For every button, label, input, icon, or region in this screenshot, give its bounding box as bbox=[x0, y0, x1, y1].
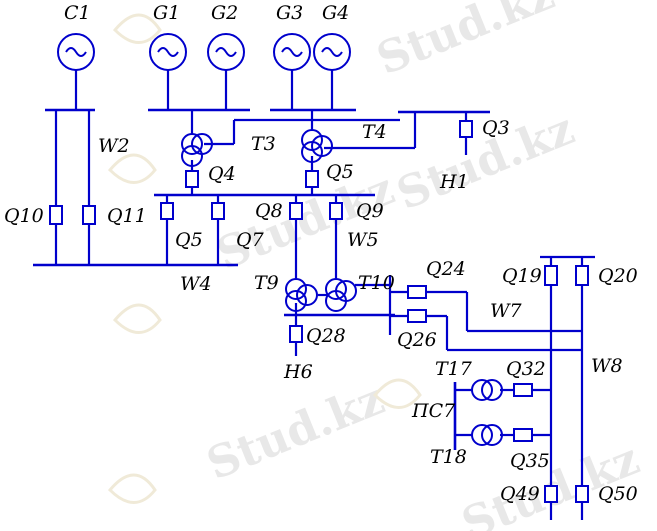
watermark-text: Stud.kz bbox=[200, 373, 391, 490]
label-w7: W7 bbox=[490, 300, 523, 322]
generator-g4: G4 bbox=[313, 2, 351, 71]
watermark-logo-icon bbox=[112, 13, 162, 44]
label-q32: Q32 bbox=[506, 358, 546, 380]
breaker-q7: Q7 bbox=[211, 202, 265, 251]
breaker-q3: Q3 bbox=[459, 117, 510, 139]
breaker-q11: Q11 bbox=[82, 205, 147, 227]
label-t17: T17 bbox=[435, 358, 473, 380]
breaker-q28: Q28 bbox=[289, 325, 346, 347]
generator-g1: G1 bbox=[149, 2, 187, 71]
label-q11: Q11 bbox=[107, 205, 147, 227]
breaker-q10: Q10 bbox=[4, 205, 63, 227]
label-q4: Q4 bbox=[208, 163, 236, 185]
label-t10: T10 bbox=[358, 272, 395, 294]
label-t3: T3 bbox=[251, 133, 276, 155]
label-q20: Q20 bbox=[598, 265, 638, 287]
sine-icon bbox=[65, 47, 87, 57]
transformer-t18: T18 bbox=[430, 424, 503, 468]
transformer-t17: T17 bbox=[435, 358, 503, 401]
breaker-q9: Q9 bbox=[329, 200, 384, 222]
label-q8: Q8 bbox=[255, 200, 283, 222]
label-q5-lower: Q5 bbox=[175, 229, 203, 251]
label-c1: C1 bbox=[64, 2, 91, 24]
breaker-q4: Q4 bbox=[185, 163, 236, 188]
label-w4: W4 bbox=[180, 273, 212, 295]
label-ps7: ПС7 bbox=[411, 400, 456, 422]
label-q35: Q35 bbox=[510, 450, 550, 472]
label-w2: W2 bbox=[98, 135, 130, 157]
label-w8: W8 bbox=[591, 355, 623, 377]
label-q24: Q24 bbox=[426, 258, 466, 280]
label-t4: T4 bbox=[362, 121, 387, 143]
sine-icon bbox=[157, 47, 179, 57]
transformer-t3: T3 bbox=[181, 133, 276, 167]
transformer-t9: T9 bbox=[254, 272, 318, 312]
generator-c1: C1 bbox=[57, 2, 95, 71]
label-q3: Q3 bbox=[482, 117, 510, 139]
label-t18: T18 bbox=[430, 446, 467, 468]
watermark-logo-icon bbox=[107, 153, 157, 184]
sine-icon bbox=[281, 47, 303, 57]
breaker-q19: Q19 bbox=[502, 265, 558, 287]
label-q5-upper: Q5 bbox=[326, 161, 354, 183]
generator-g3: G3 bbox=[273, 2, 311, 71]
sine-icon bbox=[215, 47, 237, 57]
label-g4: G4 bbox=[322, 2, 349, 24]
label-q19: Q19 bbox=[502, 265, 542, 287]
label-q9: Q9 bbox=[356, 200, 384, 222]
breaker-q26: Q26 bbox=[397, 309, 437, 351]
breaker-q49: Q49 bbox=[500, 483, 558, 505]
label-g1: G1 bbox=[153, 2, 180, 24]
breaker-q5-lower: Q5 bbox=[160, 202, 203, 251]
label-q26: Q26 bbox=[397, 329, 437, 351]
transformer-t10: T10 bbox=[325, 272, 395, 312]
breaker-q20: Q20 bbox=[575, 265, 638, 287]
watermark-logo-icon bbox=[107, 473, 157, 504]
label-t9: T9 bbox=[254, 272, 279, 294]
breaker-q50: Q50 bbox=[575, 483, 638, 505]
sine-icon bbox=[321, 47, 343, 57]
breaker-q24: Q24 bbox=[407, 258, 466, 299]
label-q7: Q7 bbox=[236, 229, 265, 251]
label-g2: G2 bbox=[211, 2, 238, 24]
breaker-q8: Q8 bbox=[255, 200, 303, 222]
watermark-logo-icon bbox=[112, 303, 162, 334]
label-g3: G3 bbox=[276, 2, 303, 24]
label-q50: Q50 bbox=[598, 483, 638, 505]
label-q10: Q10 bbox=[4, 205, 44, 227]
label-h1: H1 bbox=[439, 171, 469, 193]
breaker-q32: Q32 bbox=[506, 358, 546, 397]
wiring bbox=[33, 70, 595, 520]
label-w5: W5 bbox=[347, 229, 379, 251]
breaker-q35: Q35 bbox=[510, 428, 550, 472]
watermark-logo-icon bbox=[372, 378, 422, 409]
label-q28: Q28 bbox=[306, 325, 346, 347]
label-q49: Q49 bbox=[500, 483, 540, 505]
transformer-t4: T4 bbox=[301, 121, 387, 163]
generator-g2: G2 bbox=[207, 2, 245, 71]
label-h6: H6 bbox=[283, 361, 313, 383]
breaker-q5-upper: Q5 bbox=[305, 161, 354, 188]
watermark-text: Stud.kz bbox=[370, 0, 561, 85]
